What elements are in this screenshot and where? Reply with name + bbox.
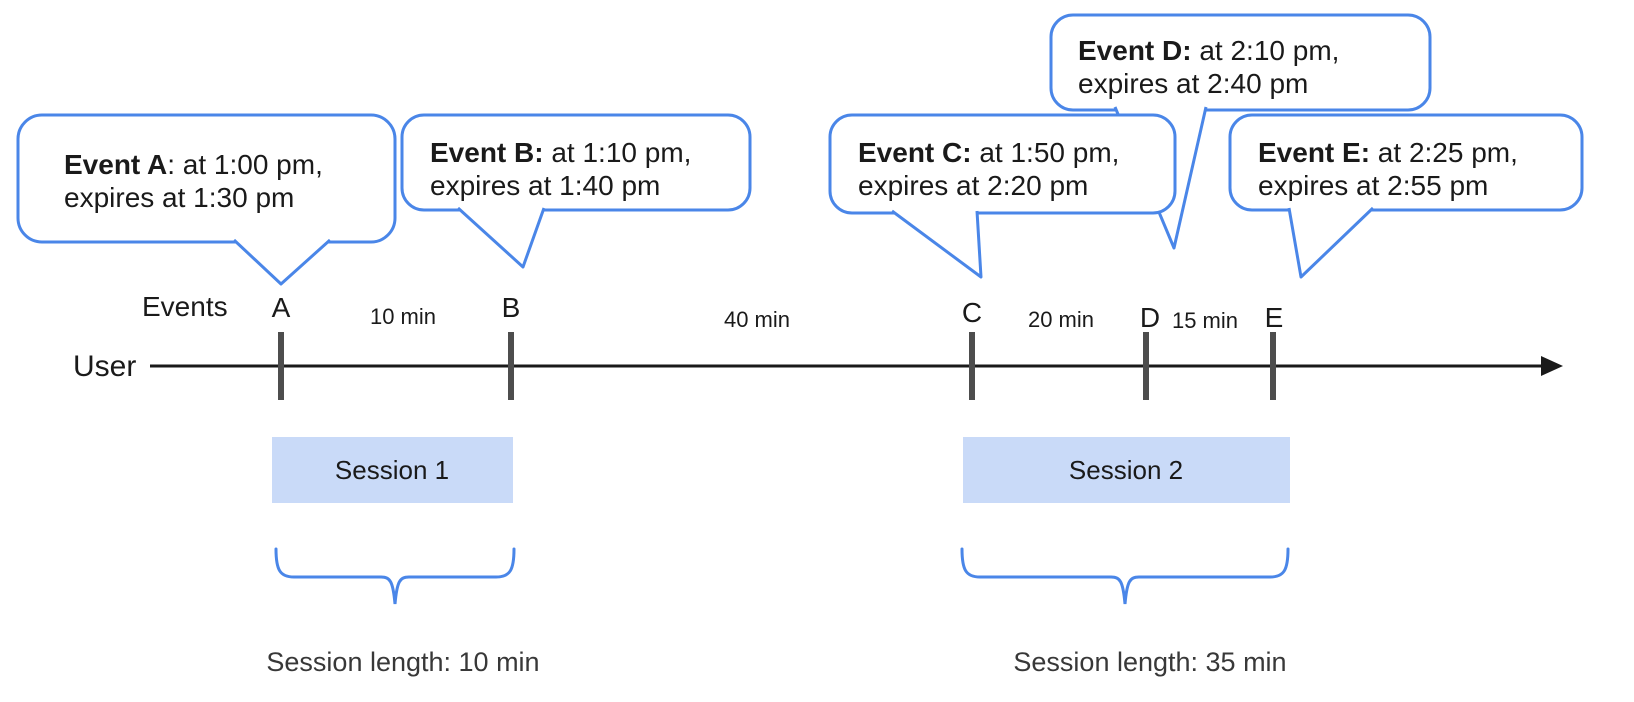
event-a-bold-label: Event A	[64, 149, 167, 180]
session-2-label: Session 2	[1069, 455, 1183, 485]
event-e-bubble-text-line2: expires at 2:55 pm	[1258, 170, 1488, 201]
interval-a-b: 10 min	[370, 304, 436, 329]
event-e-bubble: Event E: at 2:25 pm, expires at 2:55 pm	[1228, 113, 1584, 279]
event-a-bubble: Event A: at 1:00 pm, expires at 1:30 pm	[16, 113, 397, 286]
event-e-bubble-tail	[1287, 206, 1375, 279]
tick-d	[1143, 332, 1149, 400]
event-letter-d: D	[1140, 302, 1160, 333]
event-b-bubble: Event B: at 1:10 pm, expires at 1:40 pm	[400, 113, 752, 269]
tick-e	[1270, 332, 1276, 400]
event-d-bold-label: Event D:	[1078, 35, 1192, 66]
session-1-label: Session 1	[335, 455, 449, 485]
event-a-bubble-text-line1: Event A: at 1:00 pm,	[64, 149, 323, 180]
events-label: Events	[142, 291, 228, 322]
event-c-bubble-text-line2: expires at 2:20 pm	[858, 170, 1088, 201]
event-b-bubble-tail	[456, 206, 546, 269]
user-label: User	[73, 350, 136, 383]
session-2-brace	[960, 547, 1290, 605]
session-2-box	[963, 437, 1290, 503]
event-a-time-text: : at 1:00 pm,	[167, 149, 323, 180]
event-e-bold-label: Event E:	[1258, 137, 1370, 168]
event-c-bubble: Event C: at 1:50 pm, expires at 2:20 pm	[828, 113, 1177, 279]
event-letter-e: E	[1265, 302, 1284, 333]
interval-d-e: 15 min	[1172, 308, 1238, 333]
interval-c-d: 20 min	[1028, 307, 1094, 332]
event-c-bubble-text-line1: Event C: at 1:50 pm,	[858, 137, 1119, 168]
event-d-time-text: at 2:10 pm,	[1192, 35, 1340, 66]
event-b-bold-label: Event B:	[430, 137, 544, 168]
event-b-bubble-text-line2: expires at 1:40 pm	[430, 170, 660, 201]
tick-b	[508, 332, 514, 400]
event-letter-b: B	[502, 292, 521, 323]
event-e-time-text: at 2:25 pm,	[1370, 137, 1518, 168]
event-letter-c: C	[962, 297, 982, 328]
event-letter-a: A	[272, 292, 291, 323]
session-1-box	[272, 437, 513, 503]
tick-c	[969, 332, 975, 400]
event-b-bubble-text-line1: Event B: at 1:10 pm,	[430, 137, 691, 168]
event-d-bubble-text-line2: expires at 2:40 pm	[1078, 68, 1308, 99]
interval-b-c: 40 min	[724, 307, 790, 332]
session-1-length-caption: Session length: 10 min	[266, 647, 539, 677]
event-c-time-text: at 1:50 pm,	[972, 137, 1120, 168]
event-b-time-text: at 1:10 pm,	[544, 137, 692, 168]
event-d-bubble-text-line1: Event D: at 2:10 pm,	[1078, 35, 1339, 66]
event-c-bold-label: Event C:	[858, 137, 972, 168]
event-a-bubble-tail	[232, 238, 332, 286]
event-a-bubble-text-line2: expires at 1:30 pm	[64, 182, 294, 213]
tick-a	[278, 332, 284, 400]
event-c-bubble-tail	[891, 209, 983, 279]
session-1-brace	[274, 547, 516, 605]
timeline-arrowhead-icon	[1541, 356, 1563, 376]
session-2-length-caption: Session length: 35 min	[1013, 647, 1286, 677]
event-e-bubble-text-line1: Event E: at 2:25 pm,	[1258, 137, 1518, 168]
